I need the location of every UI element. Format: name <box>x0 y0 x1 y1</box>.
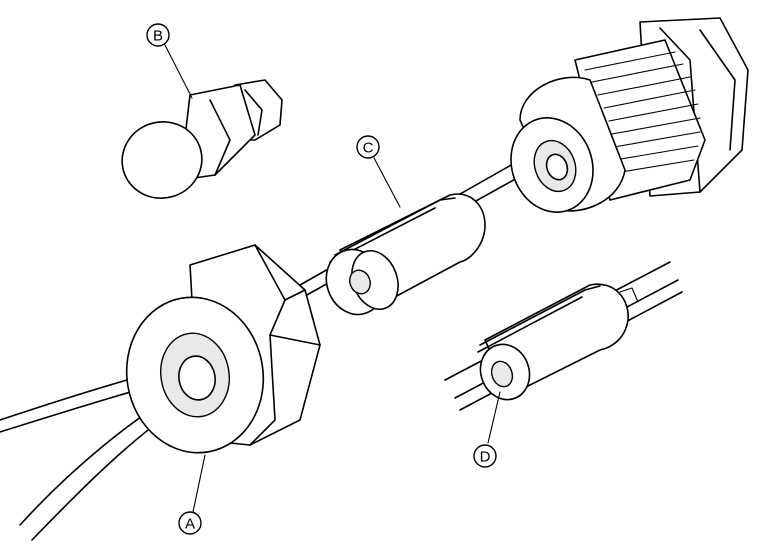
split-grommet <box>325 193 486 316</box>
callout-b-label: B <box>153 28 163 45</box>
callout-a: A <box>178 511 202 535</box>
callout-c: C <box>356 135 380 159</box>
compression-nut <box>125 244 321 454</box>
leader-lines <box>164 44 501 513</box>
callout-c-label: C <box>363 140 374 157</box>
callout-b: B <box>146 23 170 47</box>
seal-plug <box>121 79 283 199</box>
callout-d: D <box>473 444 497 468</box>
gland-body <box>510 17 749 213</box>
cable-with-grommet <box>444 261 683 411</box>
callout-a-label: A <box>185 516 195 533</box>
callout-d-label: D <box>480 449 491 466</box>
